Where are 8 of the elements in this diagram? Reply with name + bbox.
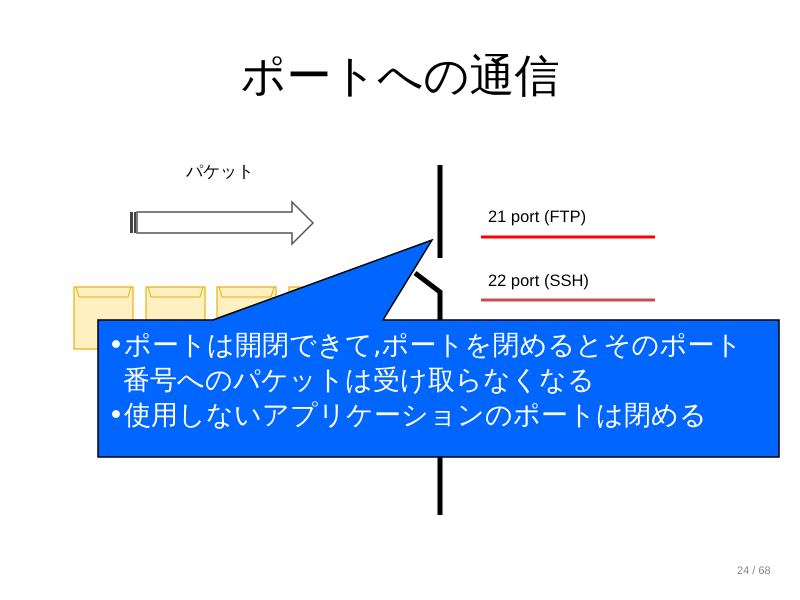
bullet-text: •使用しないアプリケーションのポートは閉める (108, 399, 708, 433)
slide-title: ポートへの通信 (240, 50, 560, 102)
page-number: 24 / 68 (737, 565, 771, 578)
bullet-text: •ポートは開閉できて,ポートを閉めるとそのポート番号へのパケットは受け取らなくなる (108, 329, 744, 398)
arrow-label: パケット (186, 162, 254, 182)
callout-box (97, 239, 780, 458)
port-label: 22 port (SSH) (488, 271, 589, 291)
port-label: 21 port (FTP) (488, 207, 586, 227)
